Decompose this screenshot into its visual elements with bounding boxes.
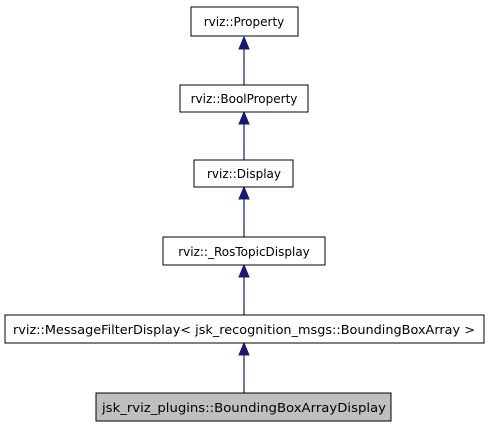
class-node-boundingboxarraydisplay[interactable]: jsk_rviz_plugins::BoundingBoxArrayDispla…: [95, 392, 392, 422]
class-label-boundingboxarraydisplay: jsk_rviz_plugins::BoundingBoxArrayDispla…: [101, 401, 386, 415]
class-node-boolproperty[interactable]: rviz::BoolProperty: [179, 84, 309, 113]
edges: [238, 35, 250, 393]
class-label-messagefilterdisplay: rviz::MessageFilterDisplay< jsk_recognit…: [13, 323, 475, 337]
class-node-property[interactable]: rviz::Property: [190, 6, 299, 37]
class-label-boolproperty: rviz::BoolProperty: [191, 92, 298, 106]
class-node-rostopicdisplay[interactable]: rviz::_RosTopicDisplay: [162, 236, 326, 266]
class-node-display[interactable]: rviz::Display: [193, 159, 294, 188]
edge-display-to-boolproperty: [238, 110, 250, 160]
class-node-messagefilterdisplay[interactable]: rviz::MessageFilterDisplay< jsk_recognit…: [4, 314, 485, 344]
class-label-rostopicdisplay: rviz::_RosTopicDisplay: [178, 245, 310, 259]
edge-messagefilterdisplay-to-rostopicdisplay: [238, 263, 250, 315]
edge-boundingboxarraydisplay-to-messagefilterdisplay: [238, 341, 250, 393]
class-label-property: rviz::Property: [204, 15, 285, 29]
edge-rostopicdisplay-to-display: [238, 185, 250, 237]
class-label-display: rviz::Display: [207, 167, 281, 181]
edge-boolproperty-to-property: [238, 35, 250, 85]
